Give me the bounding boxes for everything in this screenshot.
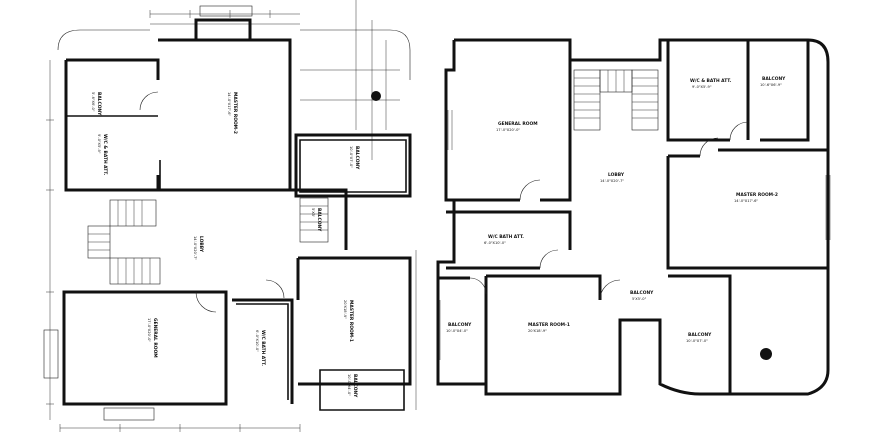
left-master-room-2-label: MASTER ROOM-2	[232, 92, 238, 134]
left-balcony-small-label: BALCONY	[316, 208, 322, 232]
balcony-right-label: BALCONY	[688, 332, 712, 338]
wc-bath-mid-dims: 6'-0"X10'-0"	[484, 241, 506, 245]
left-balcony-bot-dims: 10'-0"X4'-0"	[347, 374, 351, 396]
left-wc-bath-label: W/C & BATH ATT.	[102, 134, 108, 176]
lobby-label: LOBBY	[608, 172, 625, 178]
column-marker	[760, 348, 772, 360]
stair-left	[87, 199, 161, 285]
left-master-room-2-dims: 14'-0"X17'-6"	[227, 92, 231, 116]
left-master-room-1-label: MASTER ROOM-1	[348, 300, 354, 342]
left-floor-plan	[43, 0, 417, 432]
left-wc-bath-dims: 9'-0"X5'-9"	[97, 134, 101, 154]
balcony-small-dims: 5'X5'-0"	[632, 297, 647, 301]
left-balcony-bot-label: BALCONY	[352, 374, 358, 398]
wc-bath-top-dims: 9'-0"X5'-9"	[692, 85, 712, 89]
master-room-2-dims: 14'-0"X17'-6"	[734, 199, 758, 203]
left-general-room-dims: 17'-0"X20'-0"	[147, 318, 151, 342]
left-wc-bath-bot-dims: 6'-0"X10'-0"	[255, 330, 259, 352]
left-master-room-1-dims: 20'X18'-9"	[343, 300, 347, 319]
stair-top	[573, 69, 659, 131]
left-balcony-r-label: BALCONY	[354, 146, 360, 170]
right-floor-plan	[436, 38, 831, 396]
left-general-room-label: GENERAL ROOM	[152, 318, 158, 358]
balcony-right-dims: 10'-0"X7'-0"	[686, 339, 708, 343]
master-room-2-label: MASTER ROOM-2	[736, 192, 778, 198]
left-lobby-label: LOBBY	[198, 236, 204, 253]
general-room-dims: 17'-0"X20'-0"	[496, 128, 520, 132]
left-lobby-dims: 14'-0"X20'-7"	[193, 236, 197, 260]
left-wc-bath-bot-label: W/C BATH ATT.	[260, 330, 266, 366]
column-marker-left	[371, 91, 381, 101]
left-balcony-r-dims: 10'-0"X7'-0"	[349, 146, 353, 168]
wc-bath-mid-label: W/C BATH ATT.	[488, 234, 524, 240]
balcony-top-label: BALCONY	[762, 76, 786, 82]
master-room-1-label: MASTER ROOM-1	[528, 322, 570, 328]
balcony-top-dims: 10'-6"X6'-9"	[760, 83, 782, 87]
balcony-small-label: BALCONY	[630, 290, 654, 296]
balcony-left-dims: 10'-0"X4'-0"	[446, 329, 468, 333]
left-balcony-tl-dims: 5'-6"X6'-0"	[91, 92, 95, 112]
wc-bath-top-label: W/C & BATH ATT.	[690, 78, 732, 84]
master-room-1-dims: 20'X18'-9"	[528, 329, 547, 333]
left-balcony-small-dims: 5'X5'	[311, 208, 315, 217]
lobby-dims: 14'-0"X20'-7"	[600, 179, 624, 183]
balcony-left-label: BALCONY	[448, 322, 472, 328]
left-balcony-tl-label: BALCONY	[96, 92, 102, 116]
general-room-label: GENERAL ROOM	[498, 121, 538, 127]
